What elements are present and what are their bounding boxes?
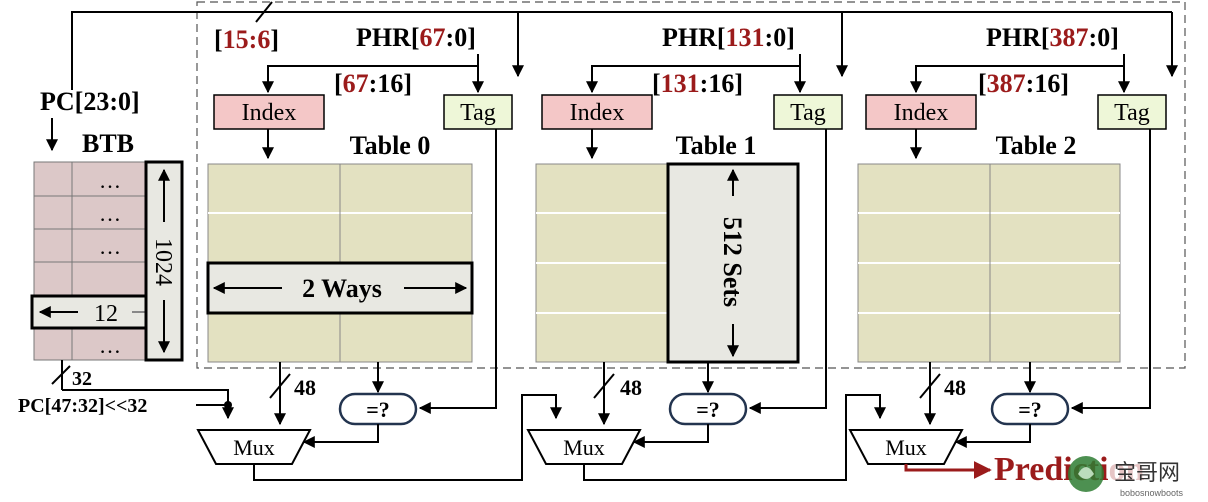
btb-dots: …: [99, 201, 121, 226]
index-label: Index: [242, 100, 297, 126]
data-width: 48: [944, 375, 966, 400]
btb-height-label: 1024: [150, 238, 176, 286]
phr-slice-label: [387:16]: [978, 69, 1069, 98]
table-title: Table 0: [350, 131, 431, 160]
index-box: [541, 94, 653, 130]
index-box: [213, 94, 325, 130]
data-width: 48: [294, 375, 316, 400]
pc-bus: [15:6]: [71, 1, 1178, 90]
phr-slice-label: [67:16]: [334, 69, 412, 98]
pc-bus-slash: [255, 1, 273, 23]
pc-slice-label: [15:6]: [214, 25, 279, 54]
table-1: PHR[131:0] [131:16] Index Tag Table 1 51…: [526, 23, 843, 465]
tag-box: [1097, 94, 1167, 130]
pc-label: PC[23:0]: [40, 87, 140, 116]
index-box: [865, 94, 977, 130]
tag-box: [443, 94, 513, 130]
mux-label: Mux: [885, 435, 927, 460]
table-2: PHR[387:0] [387:16] Index Tag Table 2 =?…: [848, 23, 1167, 465]
mux: [196, 429, 312, 465]
table-title: Table 2: [996, 131, 1077, 160]
mux-label: Mux: [233, 435, 275, 460]
mux: [526, 429, 642, 465]
table-title: Table 1: [676, 131, 757, 160]
phr-slice-label: [131:16]: [652, 69, 743, 98]
mux: [848, 429, 964, 465]
btb-label: BTB: [82, 129, 134, 158]
btb-bus-slash: [51, 365, 71, 385]
tag-box: [773, 94, 843, 130]
watermark: 宝哥网 bobosnowboots: [1068, 456, 1198, 498]
data-width: 48: [620, 375, 642, 400]
pc-high-junction: [224, 401, 232, 409]
compare-label: =?: [366, 397, 390, 422]
phr-label: PHR[387:0]: [986, 23, 1119, 52]
watermark-mark: 宝哥网: [1114, 460, 1180, 485]
mux-label: Mux: [563, 435, 605, 460]
predictor-boundary: [196, 1, 1186, 369]
phr-label: PHR[131:0]: [662, 23, 795, 52]
compare-label: =?: [1018, 397, 1042, 422]
btb-width-label: 12: [94, 301, 118, 327]
prediction-arrow: [904, 461, 992, 479]
index-label: Index: [570, 100, 625, 126]
tag-label: Tag: [1114, 100, 1150, 126]
btb-block: PC[23:0] BTB … … … … … 12 1024 32 PC[47:…: [18, 87, 234, 420]
tag-label: Tag: [790, 100, 826, 126]
table-0: PHR[67:0] [67:16] Index Tag Table 0 2 Wa…: [196, 23, 513, 465]
pc-high-label: PC[47:32]<<32: [18, 395, 147, 417]
watermark-site: bobosnowboots: [1120, 488, 1184, 498]
mux-chain-1: [583, 394, 886, 481]
btb-dots: …: [99, 234, 121, 259]
tag-label: Tag: [460, 100, 496, 126]
btb-dots: …: [99, 168, 121, 193]
mux-chain-0: [253, 394, 562, 481]
ways-label: 2 Ways: [302, 274, 382, 303]
compare-label: =?: [696, 397, 720, 422]
sets-label: 512 Sets: [718, 217, 747, 307]
btb-out-width: 32: [72, 368, 92, 390]
phr-label: PHR[67:0]: [356, 23, 476, 52]
index-label: Index: [894, 100, 949, 126]
btb-array: [33, 161, 155, 361]
btb-dots: …: [99, 333, 121, 358]
